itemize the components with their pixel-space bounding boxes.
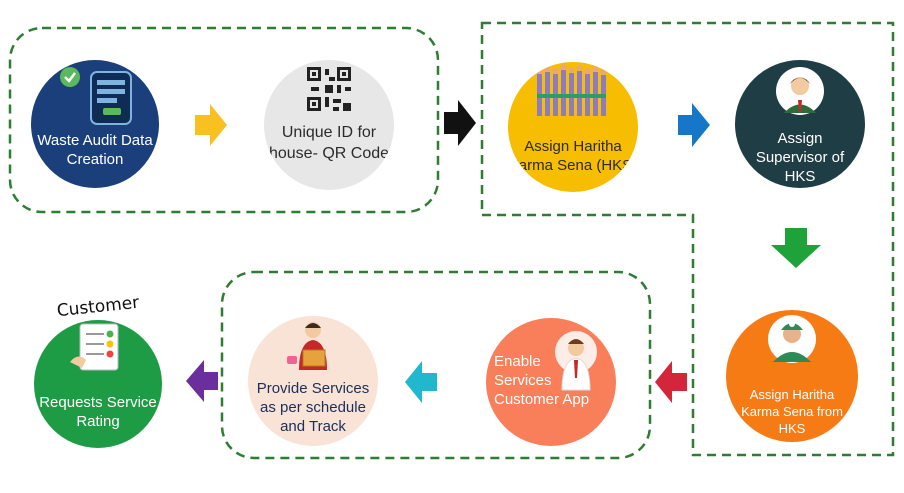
unique-id-label: Unique ID for house- QR Code [268,124,390,162]
group-border-1 [8,26,440,214]
assign-hks-from-label: Assign Haritha Karma Sena from HKS [741,386,843,436]
requests-rating-label: Requests Service Rating [39,394,157,430]
delivery-person-icon [287,322,327,370]
check-badge-icon [60,67,80,87]
qr-code-icon [307,67,351,111]
phone-checklist-icon [90,71,132,125]
arrow-3 [678,103,710,147]
node-waste-audit: Waste Audit Data Creation [31,60,159,188]
arrow-6 [405,361,437,403]
recycle-worker-icon [768,315,816,363]
arrow-7 [186,360,218,402]
supervisor-avatar-icon [776,67,824,115]
node-unique-id: Unique ID for house- QR Code [264,60,394,190]
arrow-5 [655,361,687,403]
arrow-4 [771,228,821,268]
enable-services-label: Enable Services Customer App [494,352,590,408]
node-assign-supervisor: Assign Supervisor of HKS [735,60,865,188]
provide-services-label: Provide Services as per schedule and Tra… [256,379,370,435]
customer-pointing-icon [555,331,597,391]
node-assign-hks-from: Assign Haritha Karma Sena from HKS [726,310,858,442]
arrow-2 [444,100,476,146]
node-enable-services: Enable Services Customer App [486,318,616,446]
node-requests-rating: Requests Service Rating [34,320,162,448]
group-border-3 [220,270,652,460]
node-assign-hks: Assign Haritha Karma Sena (HKS) [508,62,638,192]
workers-crowd-icon [536,64,607,116]
rating-clipboard-icon [70,323,119,371]
node-provide-services: Provide Services as per schedule and Tra… [248,316,378,446]
assign-hks-label: Assign Haritha Karma Sena (HKS) [508,138,638,174]
assign-supervisor-label: Assign Supervisor of HKS [755,129,845,185]
group-border-2 [480,21,895,457]
arrow-1 [195,104,227,146]
waste-audit-label: Waste Audit Data Creation [37,132,153,168]
